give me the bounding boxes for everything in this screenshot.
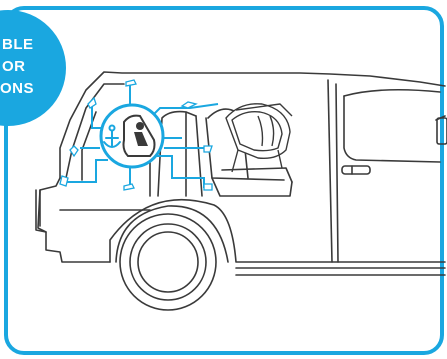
- badge-line-3: ONS: [0, 80, 34, 97]
- badge-line-1: BLE: [2, 36, 34, 53]
- frame-border: [6, 8, 442, 353]
- rear-wheel: [120, 214, 216, 310]
- car-seat-icon-badge: [101, 105, 163, 167]
- badge-line-2: OR: [2, 58, 26, 75]
- anchor-point-icon: [204, 184, 212, 190]
- anchor-point-icon: [204, 146, 212, 152]
- anchor-point-icon: [60, 176, 68, 186]
